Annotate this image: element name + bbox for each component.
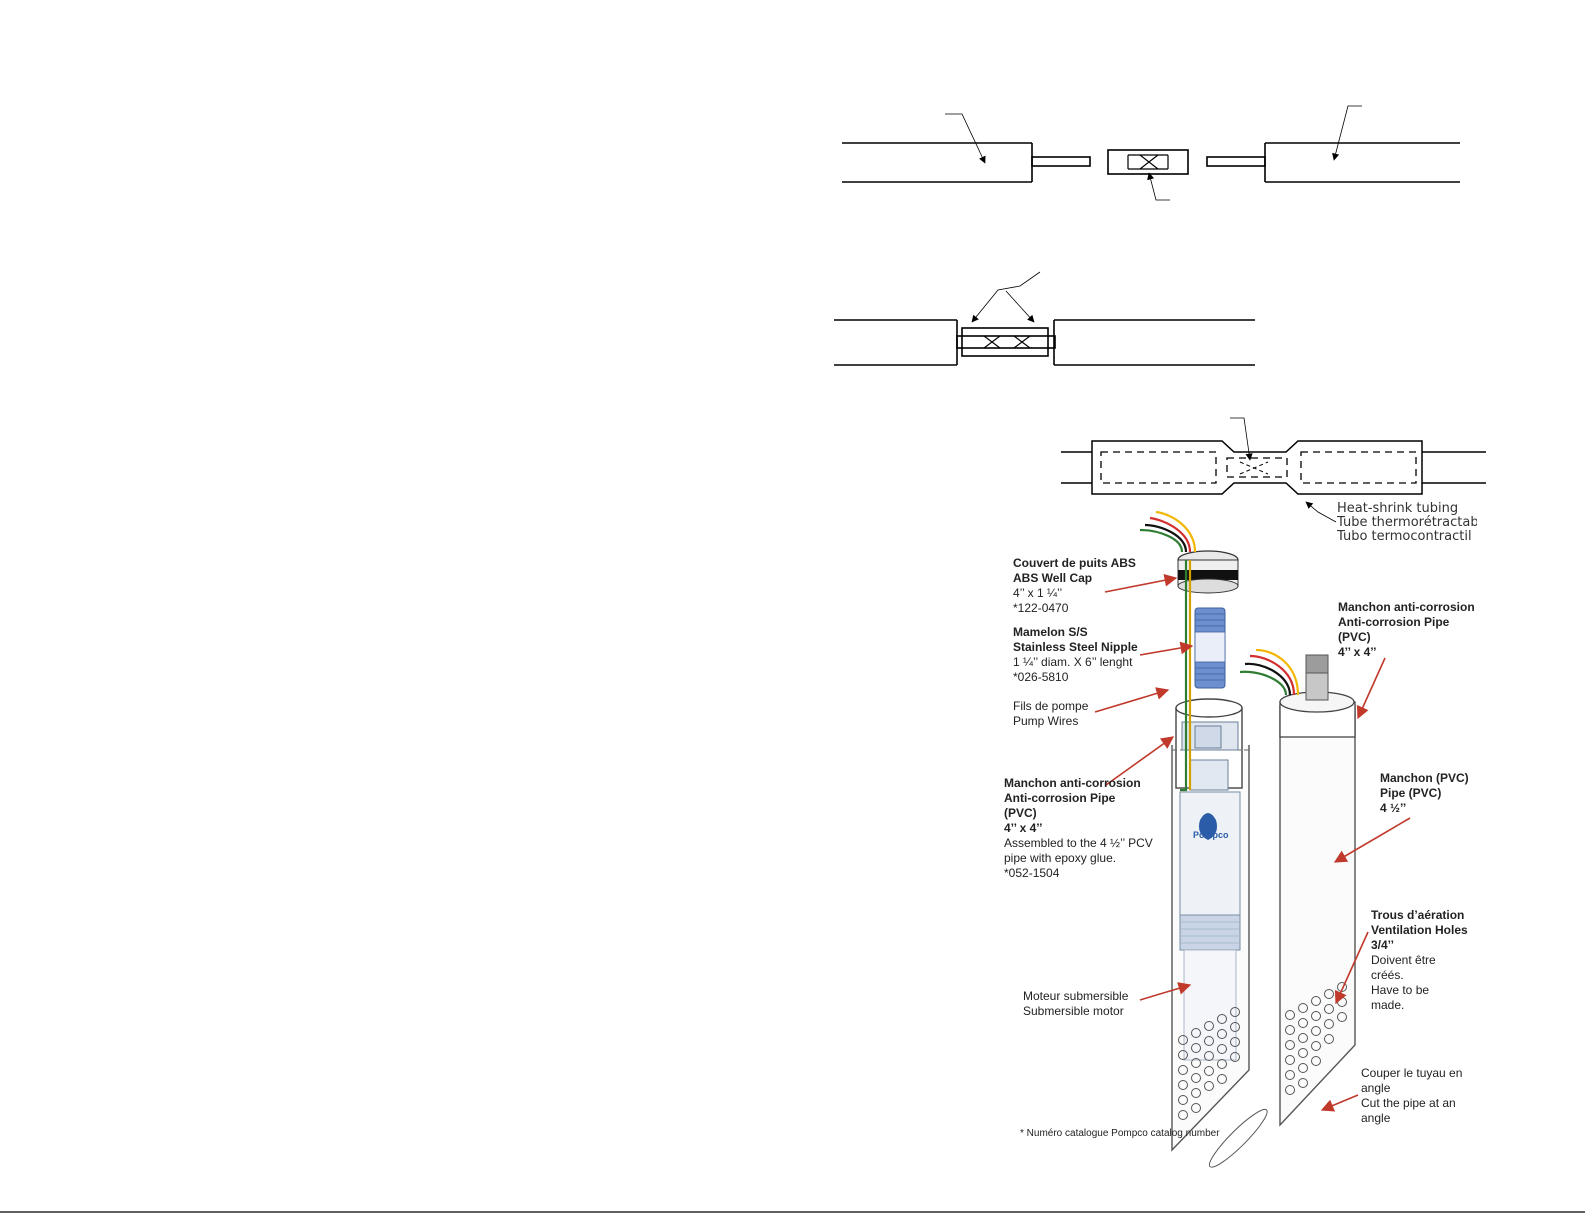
motor-label: Moteur submersible Submersible motor [1023, 989, 1129, 1018]
splice-step-1 [842, 105, 1460, 201]
cut-angle-label: Couper le tuyau en angle Cut the pipe at… [1361, 1066, 1463, 1125]
nipple-label: Mamelon S/S Stainless Steel Nipple 1 ¼’’… [1013, 625, 1138, 684]
callout-arrows [1094, 573, 1411, 1112]
left-assembly [1139, 510, 1268, 1168]
heat-shrink-label: Heat-shrink tubing Tube thermorétractabl… [1337, 502, 1477, 544]
splice-step-2 [834, 271, 1255, 366]
splice-step-3 [1061, 417, 1486, 523]
pvc-pipe-label: Manchon (PVC) Pipe (PVC) 4 ½’’ [1380, 771, 1469, 815]
vent-holes-label: Trous d’aération Ventilation Holes 3/4’’… [1371, 908, 1468, 1012]
anticorrosion-right-label: Manchon anti-corrosion Anti-corrosion Pi… [1338, 600, 1475, 659]
anticorrosion-left-label: Manchon anti-corrosion Anti-corrosion Pi… [1004, 776, 1153, 880]
pompco-logo: Pompco [1193, 830, 1229, 840]
right-assembly [1239, 648, 1356, 1127]
well-cap-label: Couvert de puits ABS ABS Well Cap 4’’ x … [1013, 556, 1136, 615]
footnote: * Numéro catalogue Pompco catalog number [1020, 1128, 1220, 1139]
pump-wires-label: Fils de pompe Pump Wires [1013, 699, 1089, 728]
